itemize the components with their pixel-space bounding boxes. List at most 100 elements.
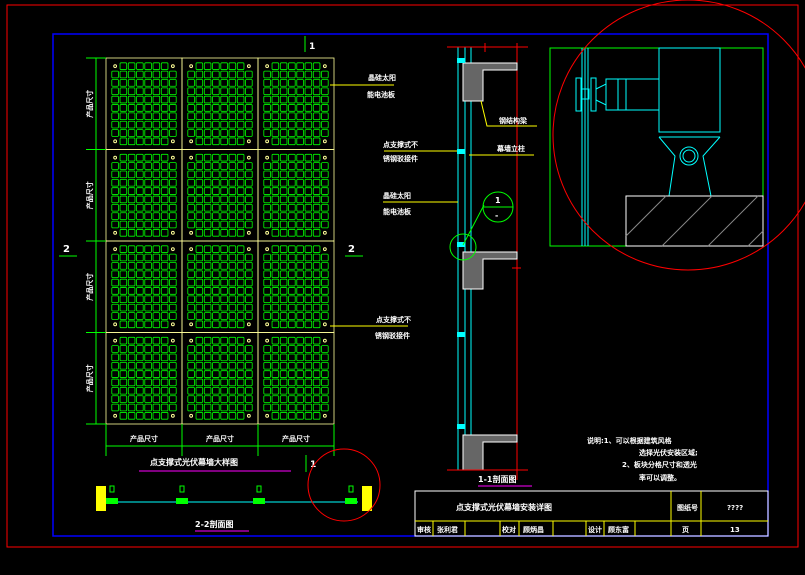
- pv-cell: [245, 87, 253, 95]
- pv-cell: [279, 95, 288, 104]
- pv-cell: [212, 245, 220, 253]
- pv-cell: [245, 378, 253, 387]
- pv-cell: [127, 295, 136, 304]
- pv-cell: [152, 270, 161, 279]
- pv-cell: [296, 403, 304, 412]
- pv-cell: [187, 187, 195, 195]
- pv-panel: [105, 332, 183, 425]
- pv-cell: [160, 178, 169, 187]
- pv-cell: [187, 270, 195, 279]
- pv-cell: [160, 79, 169, 87]
- pv-cell: [228, 112, 237, 121]
- pv-cell: [203, 295, 212, 304]
- pv-cell: [296, 104, 304, 112]
- check-label: 校对: [502, 525, 516, 534]
- pv-cell: [119, 361, 128, 370]
- mount-point: [170, 64, 175, 69]
- pv-cell: [236, 220, 245, 229]
- pv-cell: [245, 370, 253, 378]
- pv-cell: [119, 104, 128, 112]
- pv-cell: [187, 295, 195, 304]
- pv-cell: [220, 87, 228, 95]
- pv-cell: [144, 220, 152, 229]
- pv-cell: [203, 262, 212, 270]
- pv-cell: [321, 287, 329, 295]
- pv-cell: [228, 287, 237, 295]
- pv-cell: [144, 203, 152, 212]
- pv-cell: [152, 95, 161, 104]
- pv-cell: [127, 312, 136, 320]
- pv-cell: [245, 112, 253, 121]
- pv-cell: [160, 320, 169, 329]
- pv-cell: [279, 220, 288, 229]
- pv-cell: [212, 303, 220, 312]
- pv-cell: [195, 212, 204, 220]
- pv-cell: [288, 361, 296, 370]
- pv-cell: [271, 378, 280, 387]
- pv-cell: [195, 262, 204, 270]
- pv-cell: [220, 303, 228, 312]
- pv-cell: [195, 386, 204, 395]
- pv-cell: [127, 87, 136, 95]
- pv-cell: [279, 129, 288, 137]
- pv-cell: [119, 162, 128, 170]
- pv-panel: [181, 57, 259, 150]
- pv-cell: [169, 345, 177, 353]
- pv-cell: [236, 70, 245, 79]
- pv-cell: [288, 245, 296, 253]
- pv-cell: [144, 386, 152, 395]
- pv-cell: [127, 245, 136, 253]
- pv-cell: [296, 170, 304, 179]
- pv-cell: [136, 212, 144, 220]
- pv-cell: [169, 370, 177, 378]
- pv-cell: [236, 345, 245, 353]
- pv-cell: [144, 170, 152, 179]
- pv-cell: [271, 120, 280, 129]
- pv-cell: [144, 112, 152, 121]
- callout-fitting-bottom-line1: 点支撑式不: [376, 315, 411, 324]
- pv-cell: [279, 245, 288, 253]
- pv-cell: [263, 162, 271, 170]
- side-section-1-1: 1 -: [447, 43, 528, 480]
- pv-cell: [111, 287, 119, 295]
- pv-cell: [127, 287, 136, 295]
- pv-cell: [279, 112, 288, 121]
- pv-cell: [236, 353, 245, 362]
- pv-cell: [245, 70, 253, 79]
- pv-cell: [288, 336, 296, 345]
- pv-cell: [152, 170, 161, 179]
- pv-cell: [288, 120, 296, 129]
- pv-cell: [169, 104, 177, 112]
- pv-cell: [220, 62, 228, 70]
- pv-cell: [220, 287, 228, 295]
- pv-cell: [220, 361, 228, 370]
- pv-cell: [144, 270, 152, 279]
- mount-point: [113, 64, 118, 69]
- pv-cell: [144, 345, 152, 353]
- mount-point: [170, 338, 175, 343]
- pv-cell: [288, 370, 296, 378]
- pv-cell: [195, 120, 204, 129]
- pv-cell: [245, 79, 253, 87]
- pv-cell: [136, 62, 144, 70]
- pv-cell: [220, 295, 228, 304]
- pv-cell: [304, 62, 313, 70]
- pv-cell: [271, 253, 280, 262]
- pv-cell: [119, 412, 128, 420]
- pv-cell: [220, 170, 228, 179]
- mount-point: [170, 322, 175, 327]
- mount-point: [322, 413, 327, 418]
- pv-cell: [160, 187, 169, 195]
- pv-cell: [288, 178, 296, 187]
- pv-cell: [111, 129, 119, 137]
- pv-cell: [279, 203, 288, 212]
- pv-cell: [169, 87, 177, 95]
- pv-cell: [321, 129, 329, 137]
- pv-cell: [304, 170, 313, 179]
- pv-cell: [212, 203, 220, 212]
- notes-line-3: 2、板块分格尺寸和透光: [622, 460, 697, 469]
- pv-cell: [312, 95, 321, 104]
- pv-cell: [212, 95, 220, 104]
- pv-cell: [271, 62, 280, 70]
- pv-cell: [296, 212, 304, 220]
